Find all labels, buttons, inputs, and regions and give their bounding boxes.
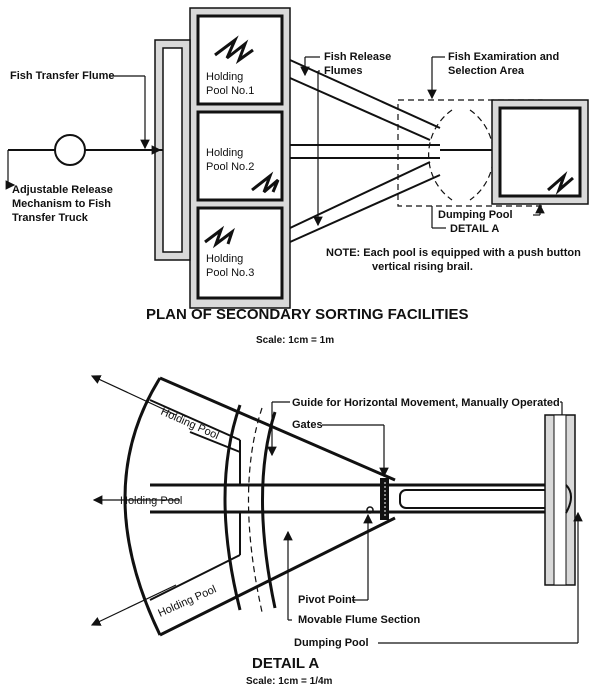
top-pool-arrow	[90, 375, 177, 416]
bottom-pool-arrow	[90, 584, 177, 626]
examination-arc	[428, 109, 453, 201]
release-flumes-line1: Fish Release	[324, 51, 391, 63]
examination-area	[397, 99, 543, 207]
detail-a-ref-label: DETAIL A	[450, 223, 499, 235]
examination-label-line1: Fish Examiration and	[448, 51, 559, 63]
fish-mark-4	[547, 171, 574, 195]
holding-pool-3	[196, 206, 284, 300]
pivot-point	[366, 506, 374, 514]
note-line2: vertical rising brail.	[372, 261, 473, 273]
detail-a-view: Holding Pool Holding Pool Holding Pool G…	[90, 375, 583, 687]
movable-flume-arc	[247, 407, 263, 613]
fish-mark-3	[204, 225, 235, 249]
movable-flume-label: Movable Flume Section	[298, 614, 421, 626]
release-flume-3a	[289, 161, 431, 229]
pivot-point-label: Pivot Point	[298, 594, 356, 606]
detail-scale: Scale: 1cm = 1/4m	[246, 676, 333, 687]
pool1-label-line1: Holding	[206, 71, 243, 83]
release-flumes-line2: Flumes	[324, 65, 363, 77]
fish-mark-2	[251, 171, 280, 194]
pool2-label-line2: Pool No.2	[206, 161, 254, 173]
plan-scale: Scale: 1cm = 1m	[256, 335, 334, 346]
note-line1: NOTE: Each pool is equipped with a push …	[326, 247, 581, 259]
release-flume-1a	[289, 59, 441, 129]
holding-pool-top-label: Holding Pool	[159, 406, 221, 442]
detail-title: DETAIL A	[252, 655, 319, 672]
adjustable-release-line3: Transfer Truck	[12, 212, 89, 224]
pool1-label-line2: Pool No.1	[206, 85, 254, 97]
dumping-pool-label: Dumping Pool	[438, 209, 513, 221]
adjustable-release-line2: Mechanism to Fish	[12, 198, 111, 210]
pool3-label-line1: Holding	[206, 253, 243, 265]
fish-mark-1	[214, 35, 254, 65]
holding-pool-mid-label: Holding Pool	[120, 495, 182, 507]
dumping-pool-detail-label: Dumping Pool	[294, 637, 369, 649]
plan-title: PLAN OF SECONDARY SORTING FACILITIES	[146, 306, 469, 323]
holding-pools-arc-outer	[123, 377, 162, 636]
dumping-pool	[498, 106, 582, 198]
release-mechanism	[54, 134, 86, 166]
adjustable-release-line1: Adjustable Release	[12, 184, 113, 196]
left-flume-inner	[162, 47, 183, 253]
fish-transfer-flume-label: Fish Transfer Flume	[10, 70, 115, 82]
examination-label-line2: Selection Area	[448, 65, 525, 77]
release-flume-1b	[289, 77, 431, 141]
release-flume-3b	[289, 174, 441, 243]
gates-label: Gates	[292, 419, 323, 431]
pool3-label-line2: Pool No.3	[206, 267, 254, 279]
pool2-label-line1: Holding	[206, 147, 243, 159]
guide-label: Guide for Horizontal Movement, Manually …	[292, 397, 560, 409]
holding-pool-bottom-label: Holding Pool	[156, 583, 218, 619]
plan-view: Fish Transfer Flume Adjustable Release M…	[5, 7, 589, 346]
